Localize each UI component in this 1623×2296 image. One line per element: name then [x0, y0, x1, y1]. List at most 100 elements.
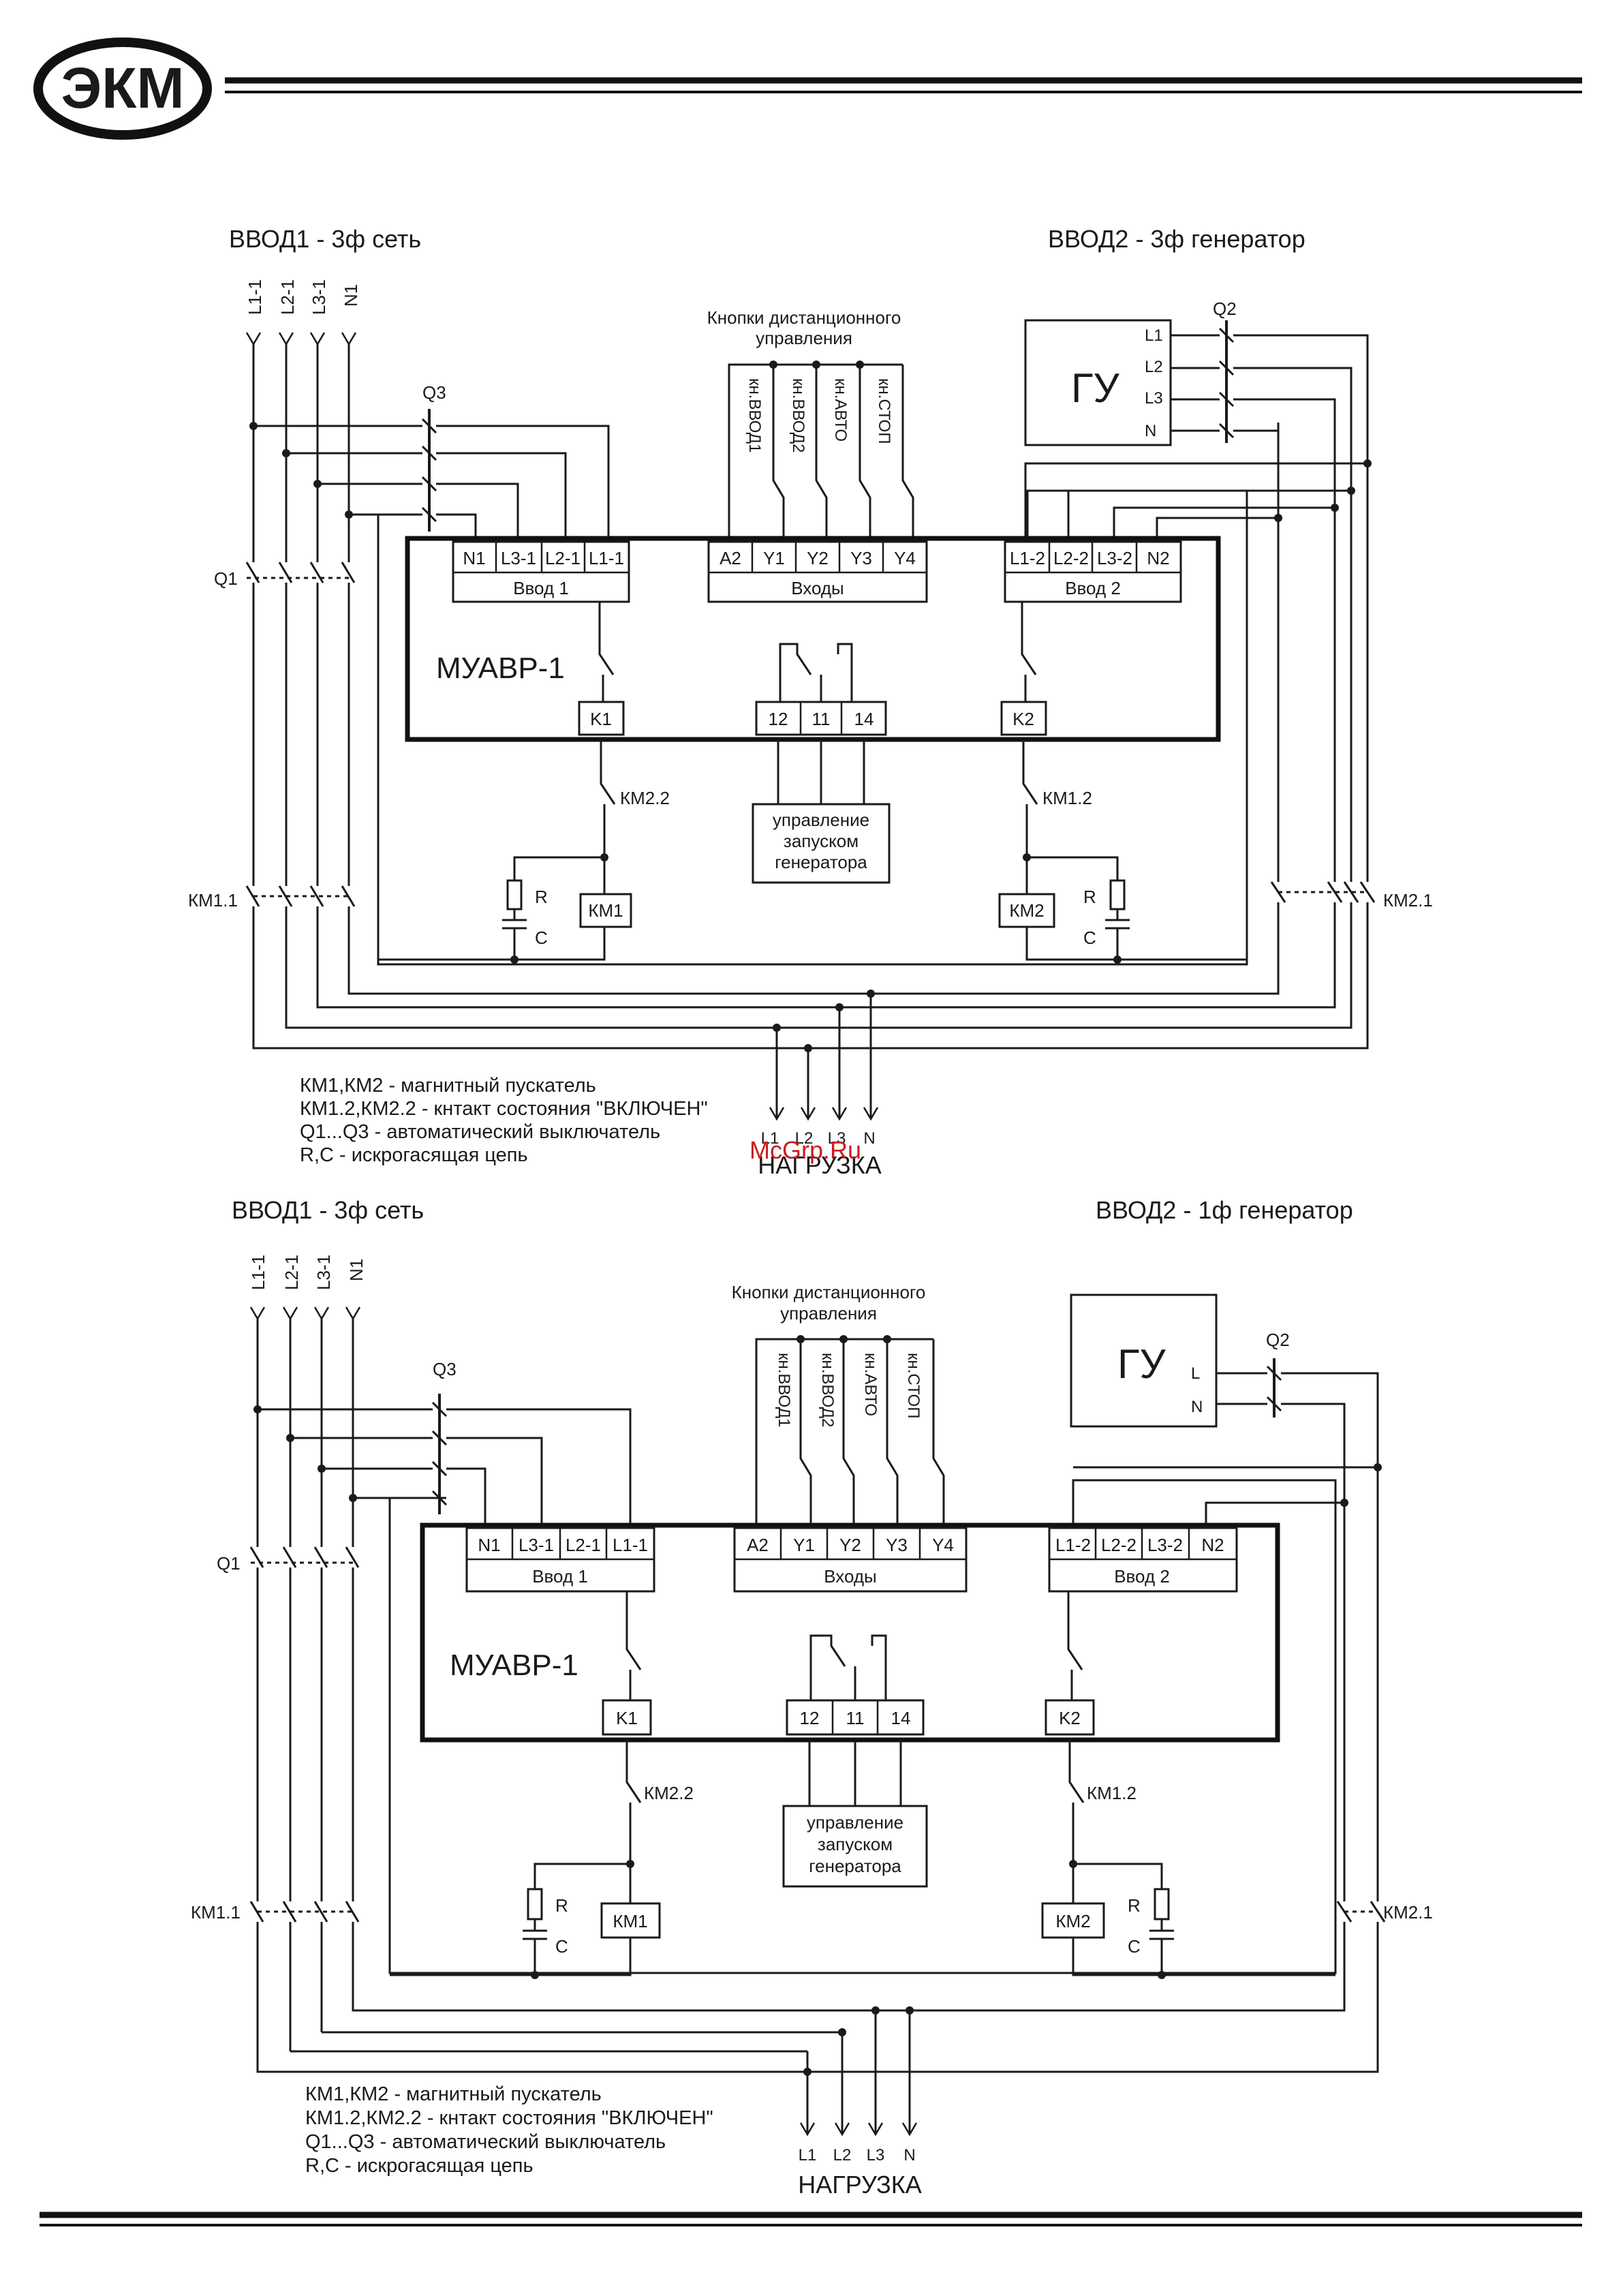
mains-label-l2: L2-1 [277, 279, 298, 315]
term-l3-2: L3-2 [1147, 1535, 1183, 1555]
legend-line1: КМ1,КМ2 - магнитный пускатель [300, 1075, 596, 1097]
generator-unit [1024, 319, 1172, 446]
legend-line4: R,C - искрогасящая цепь [300, 1144, 528, 1166]
remote-buttons-wiring [755, 1338, 945, 1528]
load-bus [258, 2031, 842, 2073]
gen-ctrl-line1: управление [773, 810, 869, 830]
inputs-terminal-block: A2 Y1 Y2 Y3 Y4 Входы [733, 1527, 968, 1593]
km11-contacts [245, 885, 356, 907]
button-vvod1-label: кн.ВВОД1 [775, 1353, 793, 1427]
legend-line2: КМ1.2,КМ2.2 - кнтакт состояния "ВКЛЮЧЕН" [300, 1098, 708, 1120]
km1-coil-branch [378, 739, 616, 961]
gen-line-l1: L1 [1145, 326, 1163, 345]
internal-k2-contact [1021, 602, 1037, 702]
junction [906, 2006, 914, 2015]
mains-label-n: N1 [341, 284, 361, 307]
gen-to-vvod2 [1073, 1466, 1378, 1528]
c2-label: C [1128, 1936, 1141, 1957]
junction [838, 2028, 846, 2036]
gen-line-n: N [1191, 1398, 1203, 1416]
gen-line-l3: L3 [1145, 389, 1163, 408]
gen-start-control-box [782, 1805, 928, 1888]
q1-breaker [249, 1546, 360, 1568]
inputs-label: Входы [824, 1566, 877, 1587]
load-l1: L1 [761, 1129, 779, 1148]
term-a2: A2 [720, 548, 741, 568]
relay-term-11: 11 [846, 1708, 865, 1728]
junction [313, 480, 322, 488]
header: ЭКМ [33, 37, 1582, 140]
km12-label: КМ1.2 [1042, 788, 1092, 808]
km2-label: КМ2 [1055, 1911, 1090, 1931]
km11-label: КМ1.1 [188, 890, 238, 910]
r-label: R [535, 887, 548, 907]
internal-k1-contact [598, 602, 615, 702]
load-label: НАГРУЗКА [798, 2171, 922, 2199]
km2-coil-branch [1022, 739, 1247, 961]
q2-breaker [1171, 320, 1369, 443]
junction [867, 990, 875, 998]
legend-line2: КМ1.2,КМ2.2 - кнтакт состояния "ВКЛЮЧЕН" [305, 2107, 713, 2129]
km1-coil [579, 893, 632, 928]
km22-label: КМ2.2 [620, 788, 670, 808]
mains-label-l1: L1-1 [245, 279, 265, 315]
junction [1113, 955, 1122, 964]
junction [839, 1335, 848, 1343]
junction [626, 1860, 634, 1868]
junction [812, 361, 820, 369]
gen-ctrl-line3: генератора [809, 1856, 901, 1876]
km21-label: КМ2.1 [1383, 1902, 1433, 1923]
mains-label-l3: L3-1 [309, 279, 329, 315]
vvod1-label: Ввод 1 [532, 1566, 588, 1587]
junction [1347, 487, 1355, 495]
diagram-3phase-generator: ВВОД1 - 3ф сеть ВВОД2 - 3ф генератор L1-… [188, 225, 1433, 1179]
term-a2: A2 [747, 1535, 769, 1555]
q2-label: Q2 [1266, 1330, 1290, 1350]
term-l2-2: L2-2 [1053, 548, 1089, 568]
inputs-label: Входы [791, 578, 844, 598]
junction [803, 2068, 812, 2076]
internal-relay-contact [779, 643, 853, 702]
junction [797, 1335, 805, 1343]
buttons-title-1: Кнопки дистанционного [707, 307, 901, 328]
gen-ctrl-line2: запуском [784, 831, 859, 851]
k2-terminal: K2 [1045, 1699, 1095, 1736]
junction [1158, 1971, 1166, 1979]
term-y3: Y3 [850, 548, 872, 568]
diagram-1phase-generator: ВВОД1 - 3ф сеть ВВОД2 - 1ф генератор L1-… [191, 1196, 1433, 2199]
load-l2: L2 [795, 1129, 814, 1148]
gen-to-vvod2 [1024, 462, 1367, 542]
term-y2: Y2 [807, 548, 829, 568]
term-y2: Y2 [839, 1535, 861, 1555]
input2-title: ВВОД2 - 1ф генератор [1096, 1196, 1353, 1224]
button-vvod2-label: кн.ВВОД2 [818, 1353, 837, 1427]
junction [835, 1003, 844, 1011]
load-l3: L3 [828, 1129, 846, 1148]
junction [871, 2006, 880, 2015]
gen-line-l2: L2 [1145, 358, 1163, 376]
junction [883, 1335, 891, 1343]
junction [253, 1405, 262, 1413]
buttons-title-2: управления [756, 328, 852, 348]
load-n: N [863, 1129, 875, 1148]
k1-terminal: K1 [602, 1699, 652, 1736]
km22-label: КМ2.2 [644, 1783, 694, 1803]
gen-ctrl-line1: управление [807, 1812, 903, 1833]
q2-breaker [1216, 1358, 1379, 1503]
relay-terminal-block: 12 11 14 [786, 1699, 925, 1736]
term-l2-1: L2-1 [545, 548, 581, 568]
km11-contacts [249, 1901, 360, 1923]
term-l3-1: L3-1 [519, 1535, 554, 1555]
junction [1069, 1860, 1077, 1868]
junction [1363, 459, 1372, 468]
km2-coil [998, 893, 1055, 928]
term-l3-2: L3-2 [1097, 548, 1132, 568]
mains-label-n: N1 [346, 1259, 367, 1281]
vvod2-terminal-block: L1-2 L2-2 L3-2 N2 Ввод 2 [1048, 1527, 1238, 1593]
r2-label: R [1128, 1895, 1141, 1916]
km11-label: КМ1.1 [191, 1902, 241, 1923]
button-stop-label: кн.СТОП [875, 378, 893, 444]
mains-input-arrows [245, 332, 357, 346]
button-avto-label: кн.АВТО [861, 1353, 880, 1416]
generator-gu-label: ГУ [1117, 1341, 1166, 1387]
